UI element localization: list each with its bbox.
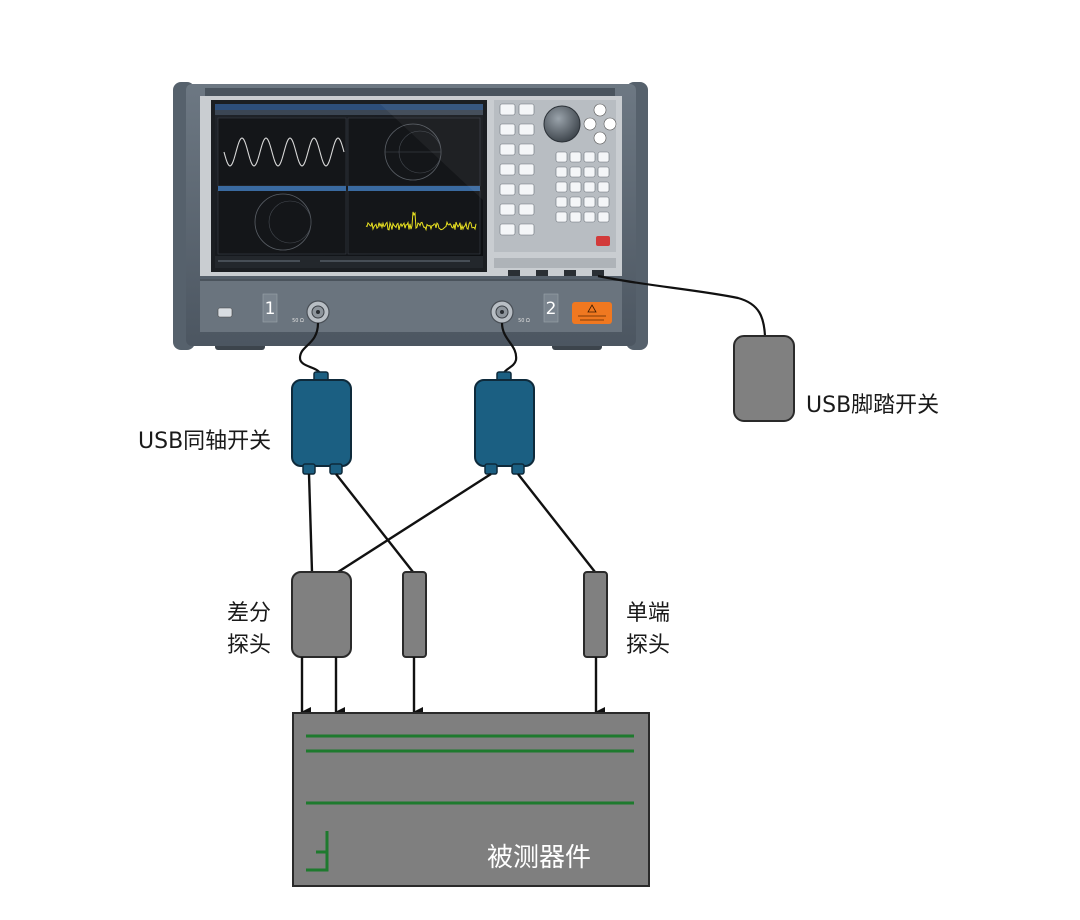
numeric-key [597,181,610,193]
screen-pane-sine [217,117,347,187]
label-single-probe-line1: 单端 [626,601,671,626]
single-ended-probe-2 [583,571,608,658]
preset-key [596,236,610,246]
numeric-key [583,196,596,208]
function-key [518,183,535,196]
function-key [499,123,516,136]
numeric-key [569,151,582,163]
function-key [499,103,516,116]
numeric-key [583,181,596,193]
numeric-key [555,196,568,208]
screen-pane-smith-bottom [217,189,347,255]
rotary-knob [544,106,580,142]
wire-right-switch-to-diff-probe [337,472,492,574]
wire-left-switch-to-single-probe-1 [335,473,414,573]
sine-trace [223,137,345,167]
arrow-keys [583,103,617,145]
function-key [499,203,516,216]
power-button [217,307,233,318]
numeric-key [555,166,568,178]
single-ended-probe-1 [402,571,427,658]
function-key [499,183,516,196]
wire-right-switch-to-single-probe-2 [517,473,596,573]
vector-network-analyzer: 1 2 50 Ω 50 Ω [173,82,648,350]
numeric-key [555,181,568,193]
function-key [518,163,535,176]
port1-impedance: 50 Ω [292,318,304,324]
label-dut: 被测器件 [487,843,592,873]
numeric-key [583,166,596,178]
function-keys [499,103,535,236]
numeric-key [583,211,596,223]
usb-ports [508,270,604,276]
port1-number: 1 [265,299,276,319]
port2-number: 2 [546,299,557,319]
numeric-key [555,151,568,163]
port2-connector [490,300,514,324]
port1-connector [306,300,330,324]
switch-to-probe-wires [307,472,596,574]
numeric-key [597,196,610,208]
top-strip [205,88,615,98]
cables [298,274,767,377]
numeric-key [569,211,582,223]
function-key [518,223,535,236]
numeric-key [597,151,610,163]
function-key [499,143,516,156]
label-usb-foot-switch: USB脚踏开关 [806,393,940,418]
probe-to-dut-arrows [300,657,605,717]
function-key [518,143,535,156]
warning-icon [587,304,597,313]
numeric-key [597,211,610,223]
numeric-key [597,166,610,178]
label-single-probe-line2: 探头 [626,633,671,658]
numeric-key [583,151,596,163]
numeric-key [569,181,582,193]
function-key [518,123,535,136]
instrument-screen [211,100,487,272]
function-key [518,203,535,216]
dut-traces [306,734,634,872]
differential-probe [291,571,352,658]
usb-coax-switch-left [291,371,352,475]
spectrum-trace [365,211,477,232]
cable-usb-to-footswitch [597,274,767,337]
numeric-key [569,196,582,208]
cable-port2-to-switch [500,322,518,377]
wire-left-switch-to-diff-probe [307,473,314,573]
instrument-keypad [494,100,617,276]
function-key [499,223,516,236]
numeric-key [555,211,568,223]
numeric-keys [555,151,610,223]
function-key [518,103,535,116]
label-diff-probe-line2: 探头 [227,633,272,658]
function-key [499,163,516,176]
cable-port1-to-switch [298,322,323,377]
label-usb-coax-switch: USB同轴开关 [138,429,272,454]
label-diff-probe-line1: 差分 [227,601,272,626]
device-under-test [292,712,650,887]
numeric-key [569,166,582,178]
usb-coax-switch-right [474,371,535,475]
warning-label [572,302,612,324]
port2-impedance: 50 Ω [518,318,530,324]
usb-foot-switch [733,335,795,422]
